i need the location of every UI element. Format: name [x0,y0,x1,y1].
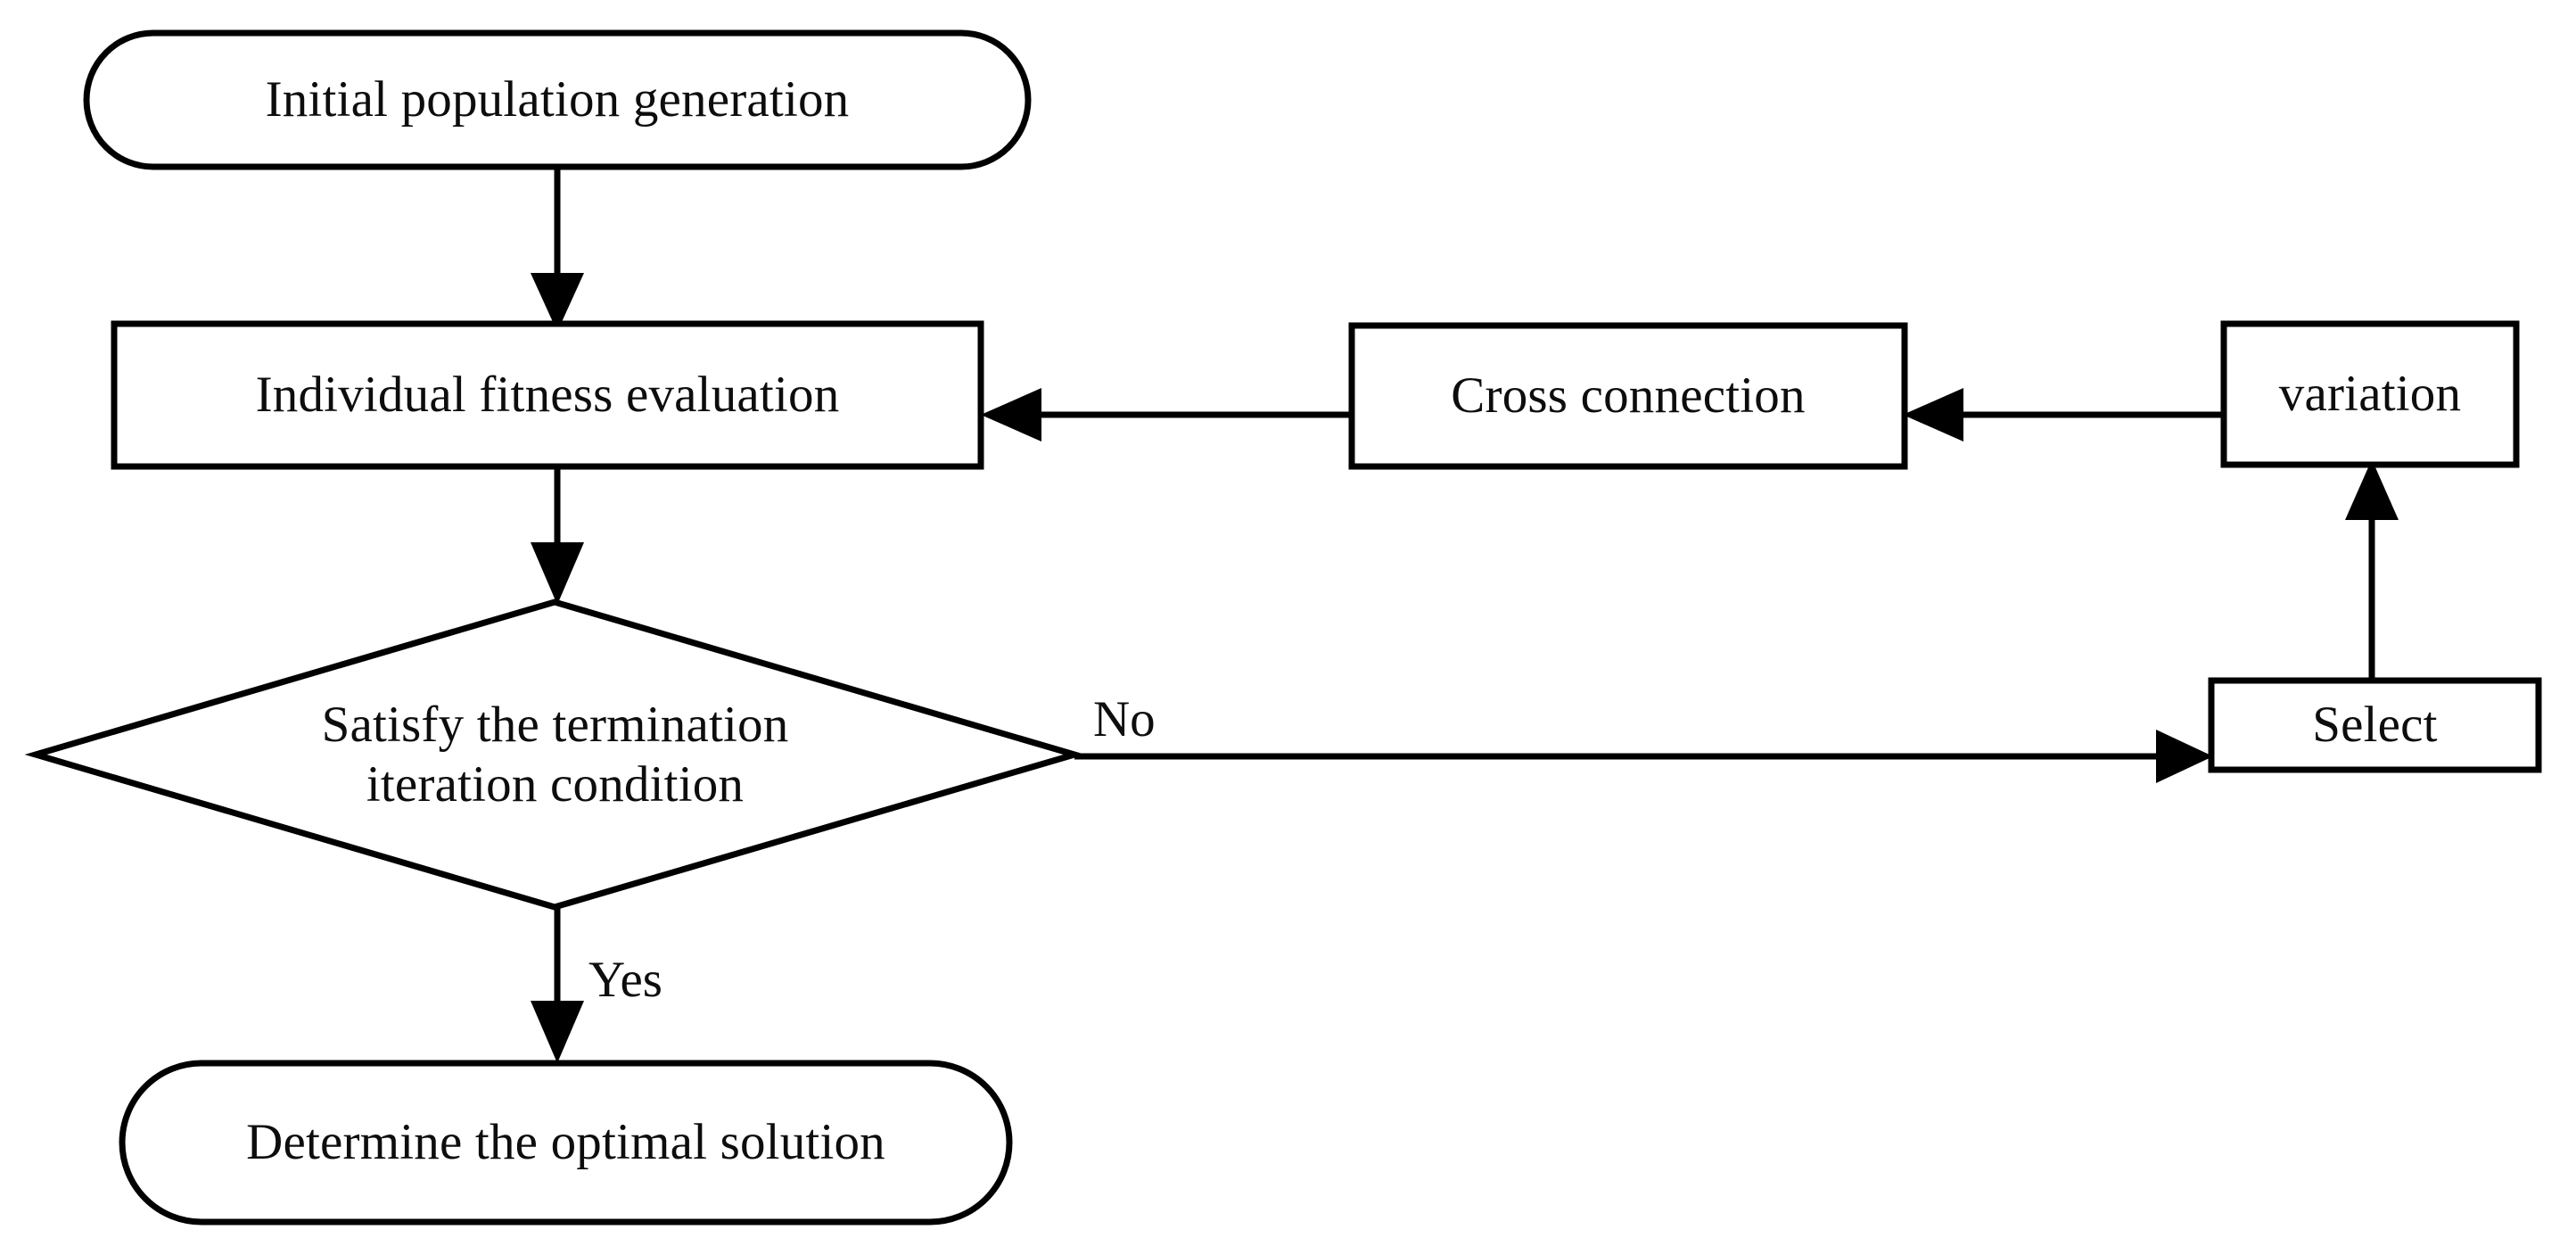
node-select[interactable] [2208,677,2542,773]
arrow-head-decision-yes-to-optimal [531,1001,584,1063]
node-variation[interactable] [2220,320,2520,468]
arrow-head-variation-to-cross [1903,388,1963,442]
arrow-head-fitness-to-decision [531,542,584,605]
node-initial-population-generation[interactable] [83,29,1032,170]
edge-decision-no-to-select [1074,730,2213,783]
node-individual-fitness-evaluation[interactable] [111,320,984,470]
edge-decision-yes-to-optimal [531,907,584,1063]
arrow-head-decision-no-to-select [2156,730,2213,783]
node-determine-the-optimal-solution[interactable] [119,1060,1013,1226]
arrow-head-select-to-variation [2345,459,2399,520]
edge-cross-to-fitness [981,388,1352,442]
edge-variation-to-cross [1903,388,2224,442]
arrow-head-cross-to-fitness [981,388,1041,442]
node-satisfy-the-termination-iteration-condition[interactable] [24,598,1086,911]
edge-select-to-variation [2345,459,2399,681]
arrow-head-initial-to-fitness [531,273,584,332]
edge-fitness-to-decision [531,466,584,605]
edge-initial-to-fitness [531,167,584,332]
node-cross-connection[interactable] [1348,322,1908,470]
